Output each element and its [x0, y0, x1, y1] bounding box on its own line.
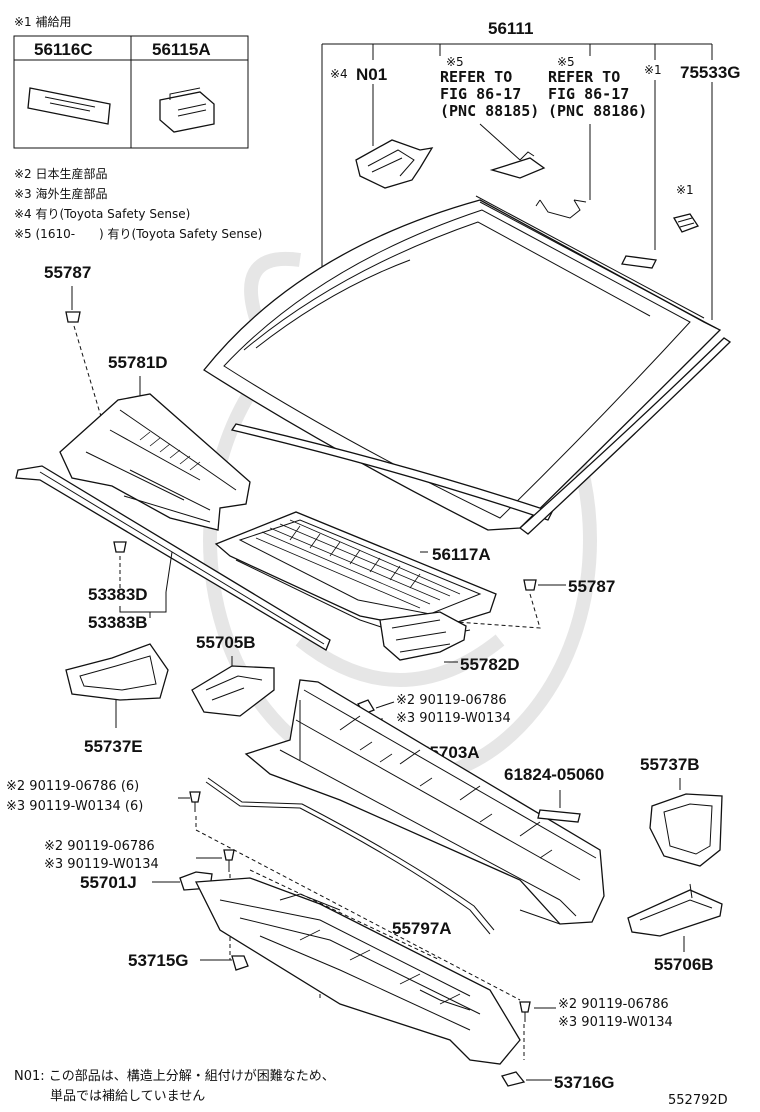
bolt-d-icon [519, 1001, 531, 1022]
note-overseas-production: ※3 海外生産部品 [14, 186, 108, 201]
footnote-n01-line2: 単品では補給していません [50, 1088, 205, 1104]
bolt-d-japan: ※2 90119-06786 [558, 997, 669, 1012]
ref2-line2: FIG 86-17 [548, 85, 629, 103]
bolt-b-icon [189, 791, 201, 812]
label-55701j: 55701J [80, 873, 137, 892]
label-55737b: 55737B [640, 755, 700, 774]
label-55787-right: 55787 [568, 577, 615, 596]
hood-seal-strip [15, 465, 331, 651]
clip-53383d-icon [113, 541, 127, 553]
label-53383b: 53383B [88, 613, 148, 632]
seal-61824-icon [537, 809, 581, 823]
windshield-moulding-side [518, 337, 732, 535]
mark1-top: ※1 [644, 63, 662, 77]
windshield-glass [203, 195, 722, 531]
bracket-55705b [191, 665, 275, 717]
region-notes: ※2 日本生産部品 ※3 海外生産部品 ※4 有り(Toyota Safety … [14, 166, 262, 241]
ref1-line1: REFER TO [440, 68, 512, 86]
label-53716g: 53716G [554, 1073, 615, 1092]
legend-header-56115a: 56115A [152, 40, 211, 59]
label-75533g: 75533G [680, 63, 741, 82]
duct-55737b [649, 793, 723, 867]
emblem-56116c-icon [27, 87, 111, 125]
clip-56115a-icon [159, 87, 215, 133]
label-55781d: 55781D [108, 353, 168, 372]
bolt-c-japan: ※2 90119-06786 [44, 839, 155, 854]
bolt-b-overseas: ※3 90119-W0134 (6) [6, 799, 143, 814]
ref1-line2: FIG 86-17 [440, 85, 521, 103]
bracket-55706b [627, 883, 723, 937]
label-n01: N01 [356, 65, 387, 84]
label-53715g: 53715G [128, 951, 189, 970]
clip-53716g-icon [501, 1071, 526, 1087]
washer-hose-55797a [205, 777, 495, 935]
legend-header-56116c: 56116C [34, 40, 93, 59]
label-61824-05060: 61824-05060 [504, 765, 604, 784]
clip-53715g-icon [231, 955, 249, 971]
cowl-lower-panel [194, 877, 521, 1065]
cowl-side-panel-55781d [59, 393, 251, 531]
label-n01-mark: ※4 [330, 67, 348, 81]
duct-55737e [65, 643, 169, 701]
label-55787-top: 55787 [44, 263, 91, 282]
camera-bracket-n01-icon [355, 139, 434, 189]
sensor-bracket-icon [489, 151, 546, 179]
ref2-mark: ※5 [557, 55, 575, 69]
supply-legend: ※1 補給用 56116C 56115A [13, 15, 249, 149]
bolt-d-overseas: ※3 90119-W0134 [558, 1015, 673, 1030]
note-japan-production: ※2 日本生産部品 [14, 166, 108, 181]
cowl-side-louver-55782d [379, 611, 467, 661]
note-tss-from-1610: ※5 (1610- ) 有り(Toyota Safety Sense) [14, 227, 262, 241]
bolt-a-overseas: ※3 90119-W0134 [396, 711, 511, 726]
label-56111: 56111 [488, 19, 533, 38]
bolt-c-overseas: ※3 90119-W0134 [44, 857, 159, 872]
sticker-plate-icon [621, 255, 657, 269]
figure-id: 552792D [668, 1093, 728, 1108]
bolt-c-icon [223, 849, 235, 872]
label-55782d: 55782D [460, 655, 520, 674]
cowl-top-panel-55703a [244, 679, 605, 925]
footnote-n01-line1: N01: この部品は、構造上分解・組付けが困難なため、 [14, 1069, 335, 1084]
mark1-clip: ※1 [676, 183, 694, 197]
supply-note: ※1 補給用 [14, 15, 72, 29]
label-55705b: 55705B [196, 633, 256, 652]
clip-55787-right-icon [523, 579, 537, 591]
label-55797a: 55797A [392, 919, 452, 938]
label-55737e: 55737E [84, 737, 143, 756]
windshield-clip-icon [673, 213, 699, 233]
label-55706b: 55706B [654, 955, 714, 974]
label-53383d: 53383D [88, 585, 148, 604]
clip-55787-top-icon [65, 311, 81, 323]
label-56117a: 56117A [432, 545, 491, 564]
heater-wire-icon [535, 199, 587, 219]
ref2-line3: (PNC 88186) [548, 102, 647, 120]
bolt-b-japan: ※2 90119-06786 (6) [6, 779, 139, 794]
ref1-mark: ※5 [446, 55, 464, 69]
bolt-a-japan: ※2 90119-06786 [396, 693, 507, 708]
note-tss-equipped: ※4 有り(Toyota Safety Sense) [14, 207, 190, 221]
ref1-line3: (PNC 88185) [440, 102, 539, 120]
ref2-line1: REFER TO [548, 68, 620, 86]
